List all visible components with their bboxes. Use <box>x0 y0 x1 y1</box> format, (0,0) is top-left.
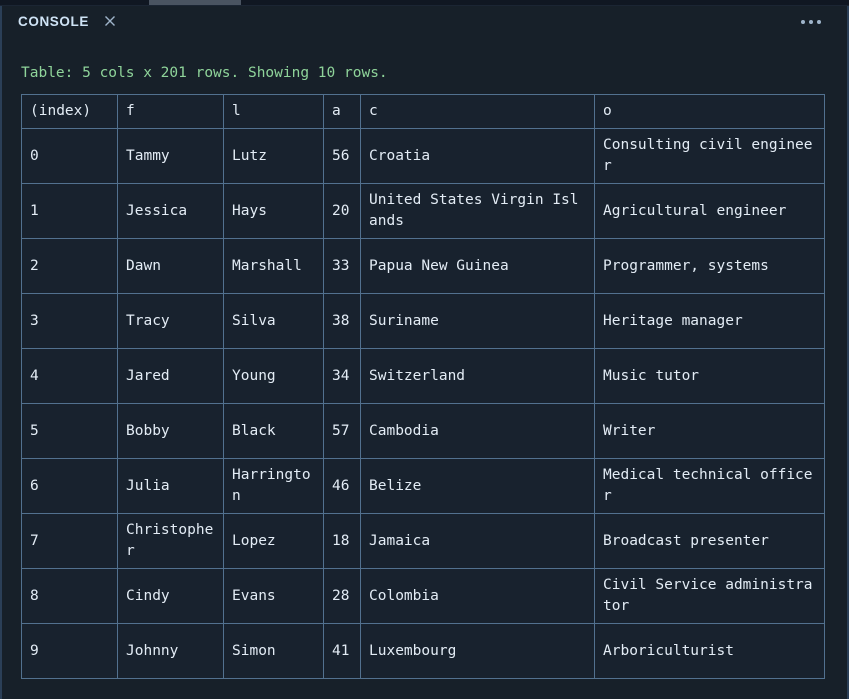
cell-a: 34 <box>323 348 361 404</box>
cell-index: 6 <box>21 458 118 514</box>
table-body: 0 Tammy Lutz 56 Croatia Consulting civil… <box>21 128 825 679</box>
cell-c: Croatia <box>360 128 595 184</box>
column-header-index[interactable]: (index) <box>21 94 118 129</box>
more-options-icon[interactable] <box>801 20 821 24</box>
cell-f: Jessica <box>117 183 224 239</box>
cell-o: Heritage manager <box>594 293 825 349</box>
cell-o: Consulting civil engineer <box>594 128 825 184</box>
drawer-active-tab-highlight[interactable] <box>149 0 241 5</box>
more-dot-1 <box>801 20 805 24</box>
cell-l: Evans <box>223 568 324 624</box>
cell-a: 28 <box>323 568 361 624</box>
table-row[interactable]: 1 Jessica Hays 20 United States Virgin I… <box>21 183 825 239</box>
cell-o: Medical technical officer <box>594 458 825 514</box>
cell-o: Arboriculturist <box>594 623 825 679</box>
cell-l: Marshall <box>223 238 324 294</box>
table-row[interactable]: 5 Bobby Black 57 Cambodia Writer <box>21 403 825 459</box>
cell-f: Bobby <box>117 403 224 459</box>
column-header-f[interactable]: f <box>117 94 224 129</box>
column-header-a[interactable]: a <box>323 94 361 129</box>
column-header-l[interactable]: l <box>223 94 324 129</box>
cell-o: Civil Service administrator <box>594 568 825 624</box>
cell-f: Tracy <box>117 293 224 349</box>
close-icon[interactable] <box>102 13 118 29</box>
table-row[interactable]: 6 Julia Harrington 46 Belize Medical tec… <box>21 458 825 514</box>
cell-a: 18 <box>323 513 361 569</box>
cell-index: 7 <box>21 513 118 569</box>
cell-f: Julia <box>117 458 224 514</box>
cell-c: Cambodia <box>360 403 595 459</box>
cell-o: Writer <box>594 403 825 459</box>
cell-a: 20 <box>323 183 361 239</box>
more-dot-2 <box>809 20 813 24</box>
cell-c: Suriname <box>360 293 595 349</box>
cell-l: Lopez <box>223 513 324 569</box>
cell-c: Colombia <box>360 568 595 624</box>
cell-o: Music tutor <box>594 348 825 404</box>
cell-f: Dawn <box>117 238 224 294</box>
cell-a: 38 <box>323 293 361 349</box>
cell-l: Hays <box>223 183 324 239</box>
cell-c: Luxembourg <box>360 623 595 679</box>
cell-f: Cindy <box>117 568 224 624</box>
cell-c: Belize <box>360 458 595 514</box>
cell-l: Black <box>223 403 324 459</box>
table-row[interactable]: 9 Johnny Simon 41 Luxembourg Arboricultu… <box>21 623 825 679</box>
cell-a: 46 <box>323 458 361 514</box>
cell-a: 57 <box>323 403 361 459</box>
console-panel-header: CONSOLE <box>2 6 847 40</box>
cell-a: 41 <box>323 623 361 679</box>
console-panel: CONSOLE Table: 5 cols x 201 rows. Showin… <box>0 6 849 699</box>
console-table-container: (index) f l a c o 0 Tammy Lutz 56 Croati… <box>21 94 825 679</box>
cell-f: Tammy <box>117 128 224 184</box>
cell-l: Lutz <box>223 128 324 184</box>
cell-o: Broadcast presenter <box>594 513 825 569</box>
more-dot-3 <box>817 20 821 24</box>
cell-l: Silva <box>223 293 324 349</box>
console-table: (index) f l a c o 0 Tammy Lutz 56 Croati… <box>21 94 825 679</box>
cell-l: Young <box>223 348 324 404</box>
table-head: (index) f l a c o <box>21 94 825 129</box>
cell-index: 9 <box>21 623 118 679</box>
cell-a: 33 <box>323 238 361 294</box>
cell-l: Harrington <box>223 458 324 514</box>
cell-o: Agricultural engineer <box>594 183 825 239</box>
cell-c: Papua New Guinea <box>360 238 595 294</box>
cell-a: 56 <box>323 128 361 184</box>
cell-o: Programmer, systems <box>594 238 825 294</box>
table-row[interactable]: 3 Tracy Silva 38 Suriname Heritage manag… <box>21 293 825 349</box>
table-row[interactable]: 7 Christopher Lopez 18 Jamaica Broadcast… <box>21 513 825 569</box>
cell-l: Simon <box>223 623 324 679</box>
cell-c: Switzerland <box>360 348 595 404</box>
table-row[interactable]: 8 Cindy Evans 28 Colombia Civil Service … <box>21 568 825 624</box>
cell-f: Jared <box>117 348 224 404</box>
cell-index: 5 <box>21 403 118 459</box>
cell-index: 1 <box>21 183 118 239</box>
table-row[interactable]: 4 Jared Young 34 Switzerland Music tutor <box>21 348 825 404</box>
table-row[interactable]: 2 Dawn Marshall 33 Papua New Guinea Prog… <box>21 238 825 294</box>
cell-c: Jamaica <box>360 513 595 569</box>
cell-c: United States Virgin Islands <box>360 183 595 239</box>
table-row[interactable]: 0 Tammy Lutz 56 Croatia Consulting civil… <box>21 128 825 184</box>
cell-index: 8 <box>21 568 118 624</box>
cell-f: Christopher <box>117 513 224 569</box>
cell-f: Johnny <box>117 623 224 679</box>
cell-index: 4 <box>21 348 118 404</box>
column-header-o[interactable]: o <box>594 94 825 129</box>
cell-index: 3 <box>21 293 118 349</box>
table-header-row: (index) f l a c o <box>21 94 825 129</box>
table-status-text: Table: 5 cols x 201 rows. Showing 10 row… <box>21 65 388 81</box>
column-header-c[interactable]: c <box>360 94 595 129</box>
console-title: CONSOLE <box>18 14 89 29</box>
cell-index: 2 <box>21 238 118 294</box>
cell-index: 0 <box>21 128 118 184</box>
